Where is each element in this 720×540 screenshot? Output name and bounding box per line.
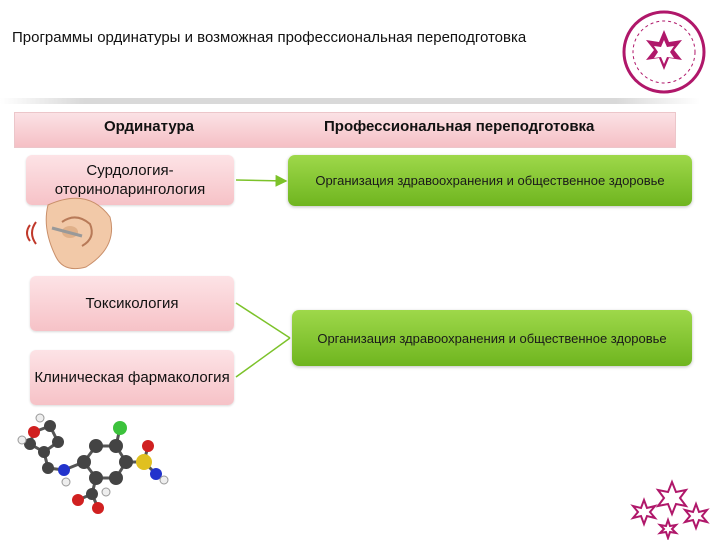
retraining-item-2: Организация здравоохранения и общественн… <box>292 310 692 366</box>
ear-illustration-icon <box>26 197 113 270</box>
retraining-column-header: Профессиональная переподготовка <box>324 118 595 135</box>
title-divider <box>0 98 700 104</box>
connector-pharmacology <box>235 337 291 378</box>
connector-surdology <box>235 174 288 187</box>
molecule-illustration-icon <box>17 413 169 514</box>
connector-toxicology <box>235 302 291 339</box>
retraining-item-1: Организация здравоохранения и общественн… <box>288 155 692 206</box>
page-title: Программы ординатуры и возможная професс… <box>12 29 527 46</box>
table-header-band <box>14 112 676 148</box>
university-logo-icon <box>622 10 706 94</box>
residency-item-toxicology: Токсикология <box>30 276 234 331</box>
star-decoration-icon <box>630 479 710 540</box>
residency-column-header: Ординатура <box>104 118 194 135</box>
residency-item-clinical-pharmacology: Клиническая фармакология <box>30 350 234 405</box>
residency-item-surdology: Сурдология-оториноларингология <box>26 155 234 205</box>
